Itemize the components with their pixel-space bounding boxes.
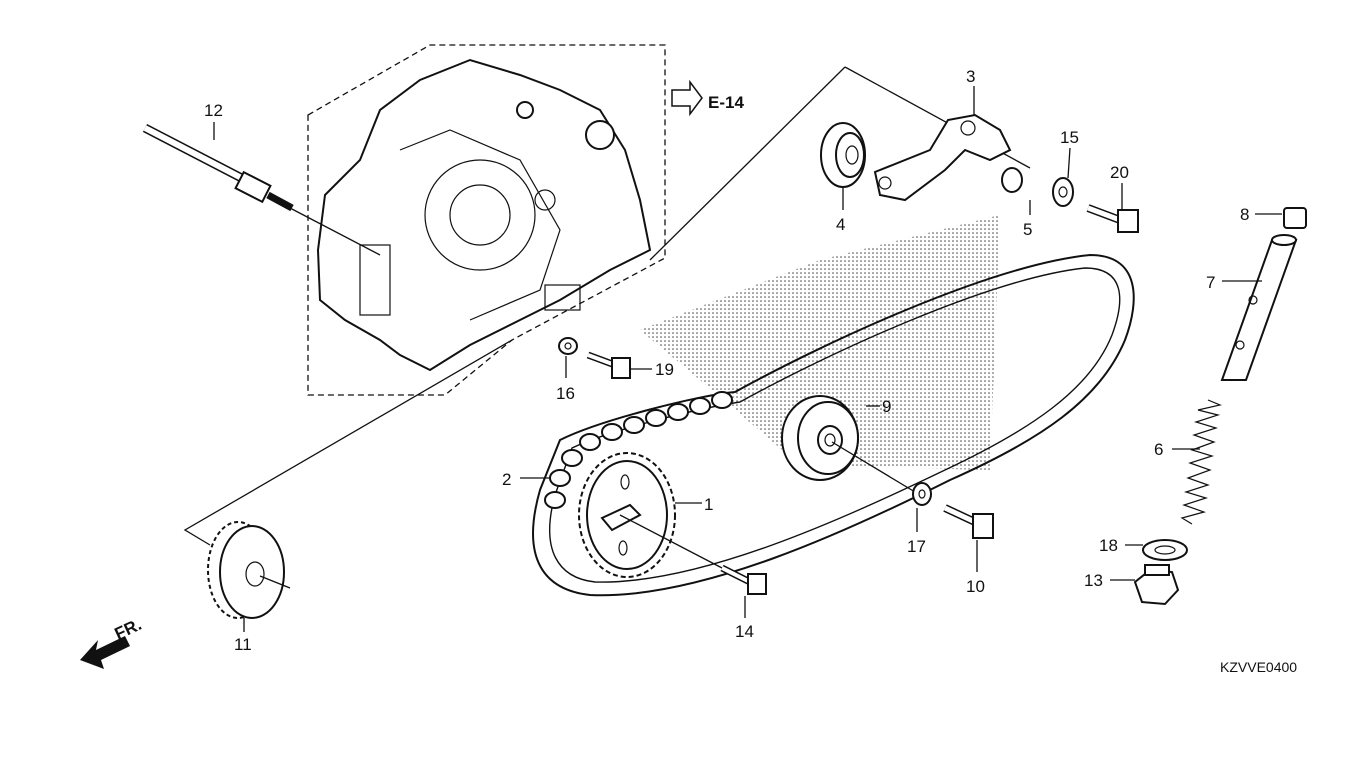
callout-4: 4 xyxy=(836,215,845,234)
callout-6: 6 xyxy=(1154,440,1163,459)
cam-chain-2 xyxy=(532,253,1135,597)
callout-18: 18 xyxy=(1099,536,1118,555)
callout-9: 9 xyxy=(882,397,891,416)
front-arrow-icon: FR. xyxy=(80,615,145,669)
callout-14: 14 xyxy=(735,622,754,641)
bolt-10 xyxy=(943,504,994,539)
washer-15 xyxy=(1052,177,1074,207)
stud-bolt-12 xyxy=(142,124,381,256)
callout-16: 16 xyxy=(556,384,575,403)
callout-8: 8 xyxy=(1240,205,1249,224)
collar-5 xyxy=(1001,167,1023,193)
callout-12: 12 xyxy=(204,101,223,120)
washer-17 xyxy=(912,482,932,506)
callout-5: 5 xyxy=(1023,220,1032,239)
callout-11: 11 xyxy=(234,635,252,654)
callout-10: 10 xyxy=(966,577,985,596)
tensioner-tube-7 xyxy=(1220,234,1298,381)
tensioner-roller-9 xyxy=(781,395,916,493)
spring-6 xyxy=(1180,399,1222,525)
callout-leaders xyxy=(213,86,1282,632)
callout-17: 17 xyxy=(907,537,926,556)
sealing-bolt-13 xyxy=(1133,564,1180,606)
washer-18 xyxy=(1142,539,1188,561)
front-marker: FR. xyxy=(112,615,145,644)
diagram-code: KZVVE0400 xyxy=(1220,659,1297,675)
callout-labels: 1 2 3 4 5 6 7 8 9 10 11 12 13 14 15 16 1… xyxy=(204,67,1249,654)
drive-sprocket-11 xyxy=(207,521,291,619)
bracket-3 xyxy=(873,113,1012,202)
callout-2: 2 xyxy=(502,470,511,489)
bolt-14 xyxy=(619,514,767,595)
callout-3: 3 xyxy=(966,67,975,86)
washer-16 xyxy=(558,337,578,355)
callout-1: 1 xyxy=(704,495,713,514)
cap-8 xyxy=(1283,207,1307,229)
callout-7: 7 xyxy=(1206,273,1215,292)
cam-sprocket-1 xyxy=(578,452,676,578)
reference-arrow: E-14 xyxy=(671,79,744,117)
bolt-19 xyxy=(586,351,631,379)
callout-13: 13 xyxy=(1084,571,1103,590)
reference-tag: E-14 xyxy=(708,93,744,112)
shading-area xyxy=(640,215,1000,470)
callout-20: 20 xyxy=(1110,163,1129,182)
idler-sprocket-4 xyxy=(820,122,866,188)
callout-19: 19 xyxy=(655,360,674,379)
callout-15: 15 xyxy=(1060,128,1079,147)
bolt-20 xyxy=(1086,204,1139,233)
crankcase-assembly xyxy=(307,44,666,396)
